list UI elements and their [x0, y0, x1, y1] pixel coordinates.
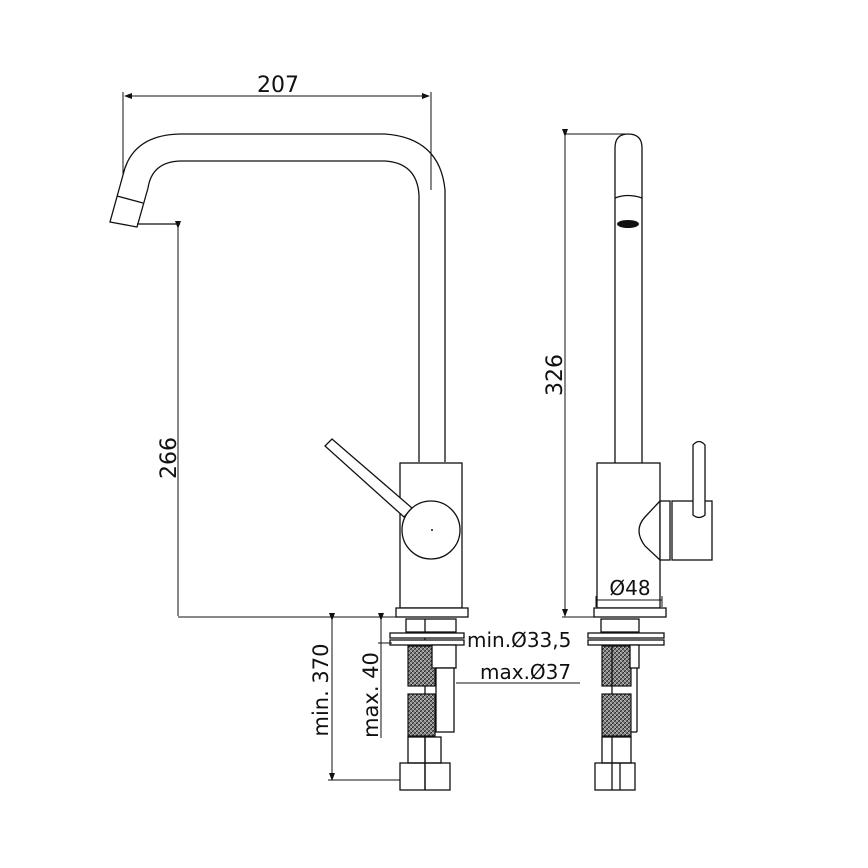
dimension-label-min-370: min. 370 [309, 643, 333, 736]
front-view: 207 266 [109, 73, 580, 791]
dimension-label-326: 326 [543, 354, 568, 396]
spout-outer [122, 133, 446, 462]
aerator-opening-side [617, 220, 639, 228]
side-view: 326 Ø48 [543, 129, 713, 791]
dimension-label-hole-max: max.Ø37 [480, 660, 571, 684]
mounting-kit-front [389, 618, 465, 791]
dimension-spout-height: 266 [157, 221, 182, 616]
lever-hub-side [671, 500, 713, 561]
lever-handle-side [692, 440, 706, 519]
dimension-counter-thickness: max. 40 [359, 613, 392, 738]
dimension-label-266: 266 [157, 437, 182, 479]
dimension-total-height: 326 [543, 129, 628, 618]
mounting-kit-side [587, 618, 665, 791]
lever-handle-front [324, 438, 413, 518]
dimension-label-max-40: max. 40 [359, 652, 383, 738]
dimension-label-207: 207 [257, 73, 299, 98]
dimension-hose-length: min. 370 [309, 613, 400, 781]
dimension-body-diameter: Ø48 [595, 576, 663, 607]
spout-inner [147, 160, 420, 462]
dimension-spout-reach: 207 [122, 73, 432, 190]
aerator-front [109, 174, 180, 228]
base-plate-front [395, 607, 469, 618]
dimension-label-48: Ø48 [609, 576, 650, 600]
spout-side [614, 133, 643, 463]
dimension-label-hole-min: min.Ø33,5 [467, 628, 571, 652]
base-plate-side [593, 607, 667, 618]
